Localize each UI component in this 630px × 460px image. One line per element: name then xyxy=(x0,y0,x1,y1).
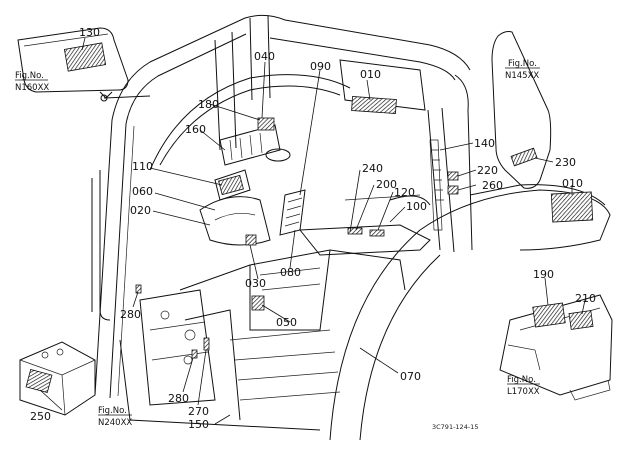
figref-n160-code: N160XX xyxy=(15,83,49,93)
figref-n240-code: N240XX xyxy=(98,418,132,428)
rear-window-glass xyxy=(491,31,552,189)
cab-frame xyxy=(91,14,611,441)
figref-n160: Fig.No. N160XX xyxy=(15,71,49,93)
label-280a xyxy=(135,284,142,294)
callout-160: 160 xyxy=(185,123,206,136)
label-030 xyxy=(245,234,257,246)
label-250 xyxy=(25,368,53,394)
callout-050: 050 xyxy=(276,316,297,329)
callout-060: 060 xyxy=(132,185,153,198)
label-190 xyxy=(532,302,566,328)
callout-270: 270 xyxy=(188,405,209,418)
label-200 xyxy=(347,227,363,235)
figref-l170: Fig.No. L170XX xyxy=(507,375,540,397)
callout-190: 190 xyxy=(533,268,554,281)
callout-110: 110 xyxy=(132,160,153,173)
figure-references: Fig.No. N160XX Fig.No. N145XX Fig.No. L1… xyxy=(15,59,540,428)
label-220 xyxy=(447,171,459,181)
callout-150: 150 xyxy=(188,418,209,431)
label-230 xyxy=(510,147,538,167)
callout-280-upper: 280 xyxy=(120,308,141,321)
label-110 xyxy=(218,174,244,196)
label-280b xyxy=(191,349,198,359)
callout-210: 210 xyxy=(575,292,596,305)
callout-030: 030 xyxy=(245,277,266,290)
callout-040: 040 xyxy=(254,50,275,63)
callout-240: 240 xyxy=(362,162,383,175)
callout-labels: 130 040 090 010 180 160 110 060 020 080 … xyxy=(30,26,596,431)
label-120 xyxy=(369,229,385,237)
figref-n145-label: Fig.No. xyxy=(508,59,537,69)
callout-080: 080 xyxy=(280,266,301,279)
document-id: 3C791-124-15 xyxy=(432,423,478,431)
figref-n145-code: N145XX xyxy=(505,71,539,81)
label-010-right xyxy=(550,191,594,223)
callout-100: 100 xyxy=(406,200,427,213)
label-180 xyxy=(257,117,275,131)
callout-140: 140 xyxy=(474,137,495,150)
figref-l170-label: Fig.No. xyxy=(507,375,536,385)
sun-visor xyxy=(17,27,151,102)
callout-010: 010 xyxy=(360,68,381,81)
label-130 xyxy=(63,42,107,72)
figref-n240: Fig.No. N240XX xyxy=(98,406,132,428)
label-210 xyxy=(568,310,594,330)
label-270 xyxy=(203,337,210,351)
label-010-cab xyxy=(351,96,397,114)
callout-180: 180 xyxy=(198,98,219,111)
callout-020: 020 xyxy=(130,204,151,217)
figref-l170-code: L170XX xyxy=(507,387,540,397)
callout-260: 260 xyxy=(482,179,503,192)
label-050 xyxy=(251,295,265,311)
callout-120: 120 xyxy=(394,186,415,199)
label-260 xyxy=(447,185,459,195)
leader-lines xyxy=(39,37,586,425)
callout-220: 220 xyxy=(477,164,498,177)
callout-230: 230 xyxy=(555,156,576,169)
figref-n160-label: Fig.No. xyxy=(15,71,44,81)
callout-250: 250 xyxy=(30,410,51,423)
side-box xyxy=(19,341,96,416)
callout-070: 070 xyxy=(400,370,421,383)
callout-200: 200 xyxy=(376,178,397,191)
callout-280-lower: 280 xyxy=(168,392,189,405)
callout-010-right: 010 xyxy=(562,177,583,190)
callout-130: 130 xyxy=(79,26,100,39)
figref-n145: Fig.No. N145XX xyxy=(505,59,540,81)
callout-090: 090 xyxy=(310,60,331,73)
figref-n240-label: Fig.No. xyxy=(98,406,127,416)
